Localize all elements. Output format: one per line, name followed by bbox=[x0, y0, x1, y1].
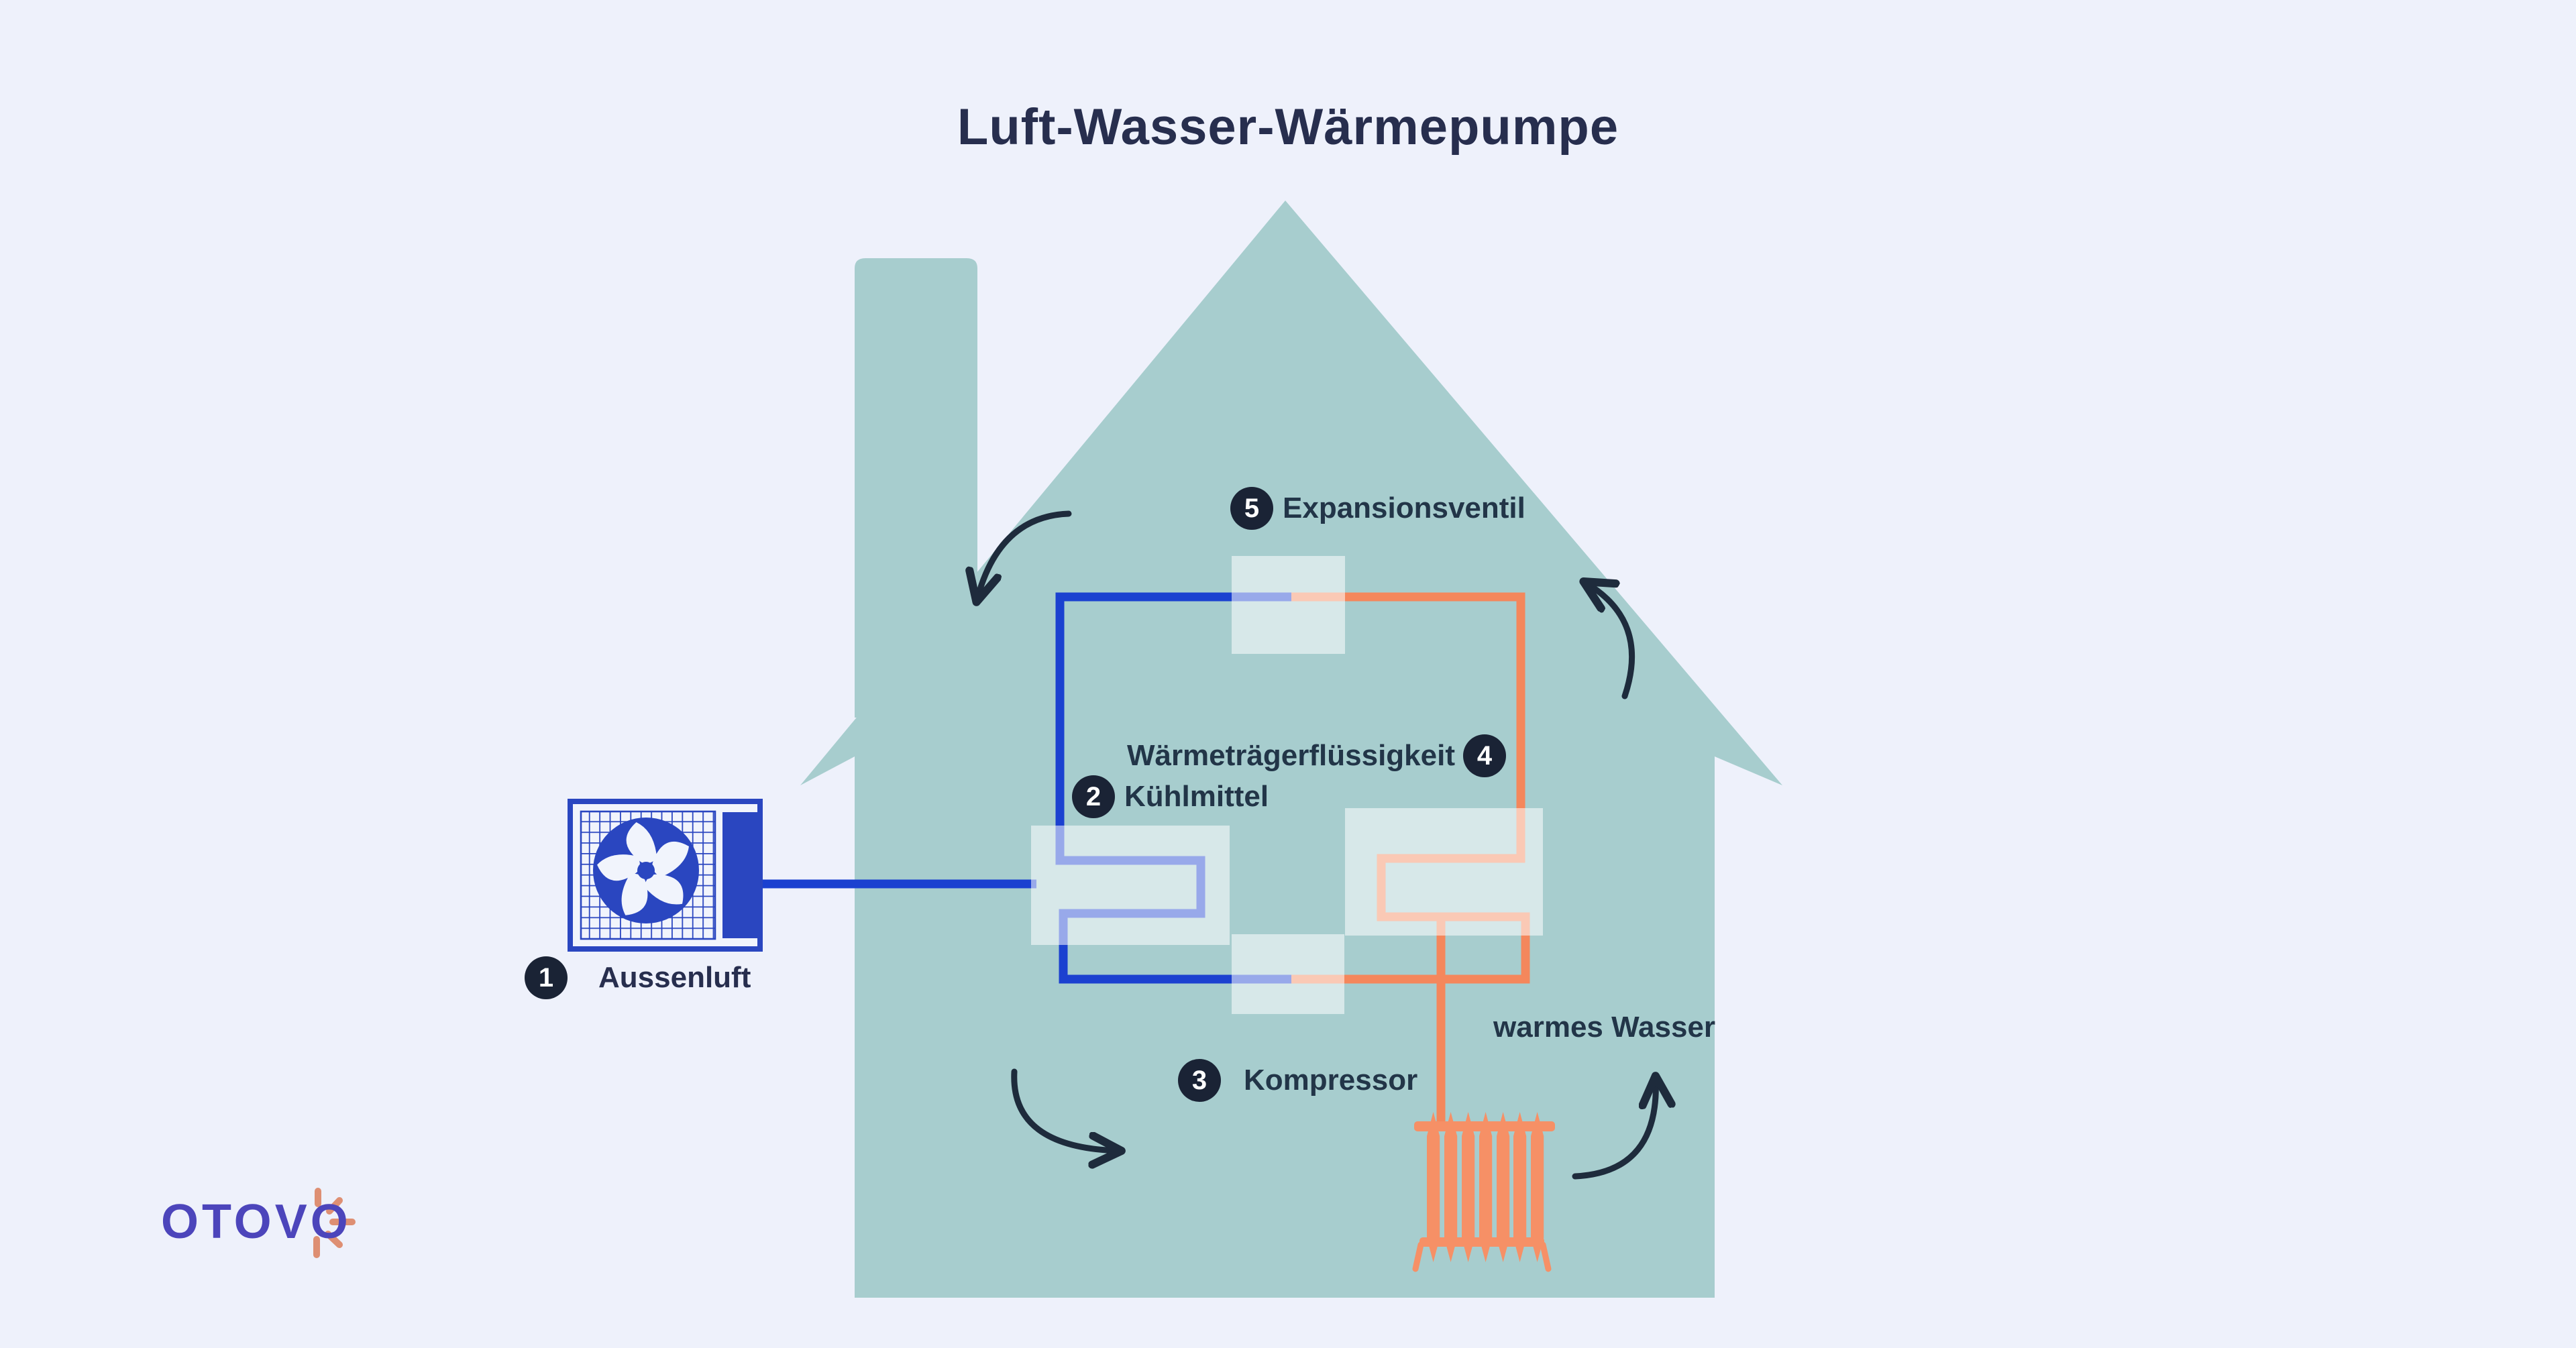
step-badge-1: 1 bbox=[525, 956, 568, 999]
arrow-top-right bbox=[1585, 582, 1635, 699]
fan-blades bbox=[597, 822, 689, 915]
label-kuehlmittel: 2 Kühlmittel bbox=[1072, 775, 1269, 818]
step-badge-5: 5 bbox=[1230, 487, 1273, 530]
step-label-waermetraegerfluessigkeit: Wärmeträgerflüssigkeit bbox=[1126, 739, 1455, 772]
label-waermetraegerfluessigkeit: Wärmeträgerflüssigkeit 4 bbox=[1127, 734, 1506, 777]
fan-unit-icon bbox=[568, 799, 763, 952]
chimney bbox=[855, 258, 977, 718]
arrow-top-left bbox=[977, 510, 1072, 601]
step-badge-2: 2 bbox=[1072, 775, 1115, 818]
circulation-arrows bbox=[977, 510, 1656, 1180]
label-kompressor: 3 Kompressor bbox=[1178, 1059, 1417, 1102]
step-badge-3: 3 bbox=[1178, 1059, 1221, 1102]
step-label-aussenluft: Aussenluft bbox=[598, 961, 751, 994]
label-aussenluft: 1 Aussenluft bbox=[525, 956, 751, 999]
arrow-bottom-right bbox=[1572, 1077, 1656, 1180]
step-label-kompressor: Kompressor bbox=[1244, 1064, 1418, 1097]
page-title: Luft-Wasser-Wärmepumpe bbox=[957, 99, 1619, 156]
step-badge-4: 4 bbox=[1463, 734, 1506, 777]
logo-sunburst-icon bbox=[313, 1188, 356, 1258]
evaporator-box bbox=[1031, 826, 1230, 945]
logo-wordmark: OTOVO bbox=[161, 1195, 352, 1249]
expansion-valve-box bbox=[1232, 556, 1345, 654]
arrow-bottom-left bbox=[1011, 1068, 1120, 1151]
condenser-box bbox=[1345, 808, 1543, 936]
compressor-box bbox=[1232, 934, 1344, 1014]
house-silhouette bbox=[800, 201, 1782, 1298]
step-label-kuehlmittel: Kühlmittel bbox=[1124, 780, 1269, 813]
label-expansionsventil: 5 Expansionsventil bbox=[1230, 487, 1525, 530]
step-label-expansionsventil: Expansionsventil bbox=[1283, 492, 1525, 524]
radiator-icon bbox=[1412, 1112, 1555, 1272]
label-warmes-wasser: warmes Wasser bbox=[1493, 1011, 1716, 1044]
